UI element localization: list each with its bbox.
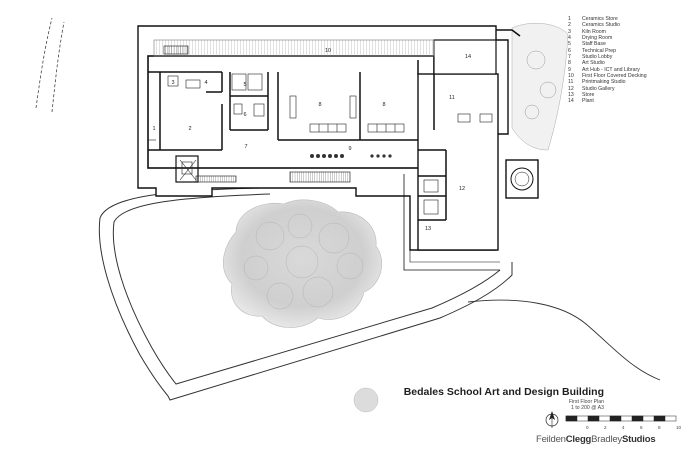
brand-part-2: Clegg [565, 434, 592, 445]
stair-bottom [289, 171, 351, 183]
scale-label: 0 [586, 425, 589, 430]
legend-label: Drying Room [582, 35, 613, 42]
site-contours [35, 17, 65, 113]
legend-row: 7 Studio Lobby [568, 54, 696, 60]
site-boundary-path [98, 187, 661, 401]
legend-label: Art Studio [582, 60, 605, 67]
external-stair [496, 29, 521, 37]
room-tag-13: 13 [425, 226, 431, 232]
stair-bottom-2 [195, 175, 237, 183]
legend-number: 10 [568, 73, 574, 80]
scale-label: 4 [622, 425, 625, 430]
tree-canopy-northeast [511, 22, 569, 151]
drawing-subtitle: First Floor Plan [568, 399, 604, 405]
hub-seating [310, 154, 392, 158]
legend-row: 10 First Floor Covered Decking [568, 73, 696, 79]
drawing-scale: 1 to 200 @ A3 [571, 405, 604, 411]
room-tag-2: 2 [188, 126, 191, 132]
small-tree [353, 387, 379, 413]
legend-number: 12 [568, 85, 574, 92]
legend-number: 11 [568, 79, 574, 86]
legend-label: Printmaking Studio [582, 79, 626, 86]
room-tag-5: 5 [243, 82, 246, 88]
room-tag-3: 3 [171, 80, 174, 86]
room-tag-1: 1 [152, 126, 155, 132]
room-tags: 1 2 3 4 5 6 7 8 8 9 10 11 12 13 14 [152, 48, 471, 232]
room-tag-6: 6 [243, 112, 246, 118]
legend-number: 8 [568, 60, 571, 67]
legend-row: 12 Studio Gallery [568, 86, 696, 92]
large-tree [223, 199, 382, 328]
legend-label: Art Hub - ICT and Library [582, 66, 640, 73]
legend-row: 2 Ceramics Studio [568, 22, 696, 28]
legend-number: 2 [568, 22, 571, 29]
scale-bar [565, 415, 677, 422]
legend-row: 5 Staff Base [568, 41, 696, 47]
legend-label: Staff Base [582, 41, 606, 48]
room-legend: 1 Ceramics Store 2 Ceramics Studio 3 Kiln Roo… [568, 16, 696, 105]
legend-label: Store [582, 92, 595, 99]
legend-label: First Floor Covered Decking [582, 73, 647, 80]
north-point [545, 411, 559, 428]
brand-part-3: Bradley [591, 434, 622, 445]
internal-walls [148, 60, 447, 221]
legend-label: Kiln Room [582, 28, 606, 35]
room-tag-8a: 8 [318, 102, 321, 108]
scale-label: 6 [640, 425, 643, 430]
legend-label: Ceramics Store [582, 16, 618, 22]
stair-top [163, 45, 189, 55]
drawing-title: Bedales School Art and Design Building [403, 386, 604, 398]
room-tag-7: 7 [244, 144, 247, 150]
legend-row: 3 Kiln Room [568, 29, 696, 35]
legend-label: Studio Gallery [582, 85, 615, 92]
legend-number: 1 [568, 16, 571, 22]
legend-row: 1 Ceramics Store [568, 16, 696, 22]
legend-number: 6 [568, 47, 571, 54]
room-tag-14: 14 [465, 54, 471, 60]
legend-number: 5 [568, 41, 571, 48]
legend-number: 3 [568, 28, 571, 35]
legend-number: 9 [568, 66, 571, 73]
room-tag-9: 9 [348, 146, 351, 152]
brand-part-4: Studios [621, 434, 656, 445]
room-tag-11: 11 [449, 95, 455, 101]
plant-tank [505, 159, 539, 199]
legend-label: Studio Lobby [582, 54, 613, 61]
legend-row: 9 Art Hub - ICT and Library [568, 67, 696, 73]
legend-number: 13 [568, 92, 574, 99]
legend-row: 4 Drying Room [568, 35, 696, 41]
legend-label: Plant [582, 98, 594, 105]
legend-row: 11 Printmaking Studio [568, 79, 696, 85]
scale-label: 10 [676, 425, 682, 430]
room-fittings [148, 73, 493, 215]
legend-number: 14 [568, 98, 574, 105]
legend-row: 13 Store [568, 92, 696, 98]
legend-row: 8 Art Studio [568, 60, 696, 66]
room-tag-12: 12 [459, 186, 465, 192]
legend-row: 6 Technical Prep [568, 48, 696, 54]
scale-bar-labels: 0 2 4 6 8 10 [586, 425, 681, 433]
scale-label: 8 [658, 425, 661, 430]
legend-number: 7 [568, 54, 571, 61]
brand-part-1: Feilden [536, 434, 566, 445]
legend-label: Ceramics Studio [582, 22, 621, 29]
room-tag-4: 4 [204, 80, 207, 86]
scale-label: 2 [604, 425, 607, 430]
room-tag-10: 10 [325, 48, 331, 54]
legend-row: 14 Plant [568, 98, 696, 104]
legend-label: Technical Prep [582, 47, 617, 54]
legend-number: 4 [568, 35, 571, 42]
room-tag-8b: 8 [382, 102, 385, 108]
brand-logo-text: FeildenCleggBradleyStudios [536, 434, 656, 445]
covered-decking-hatch [153, 39, 435, 57]
